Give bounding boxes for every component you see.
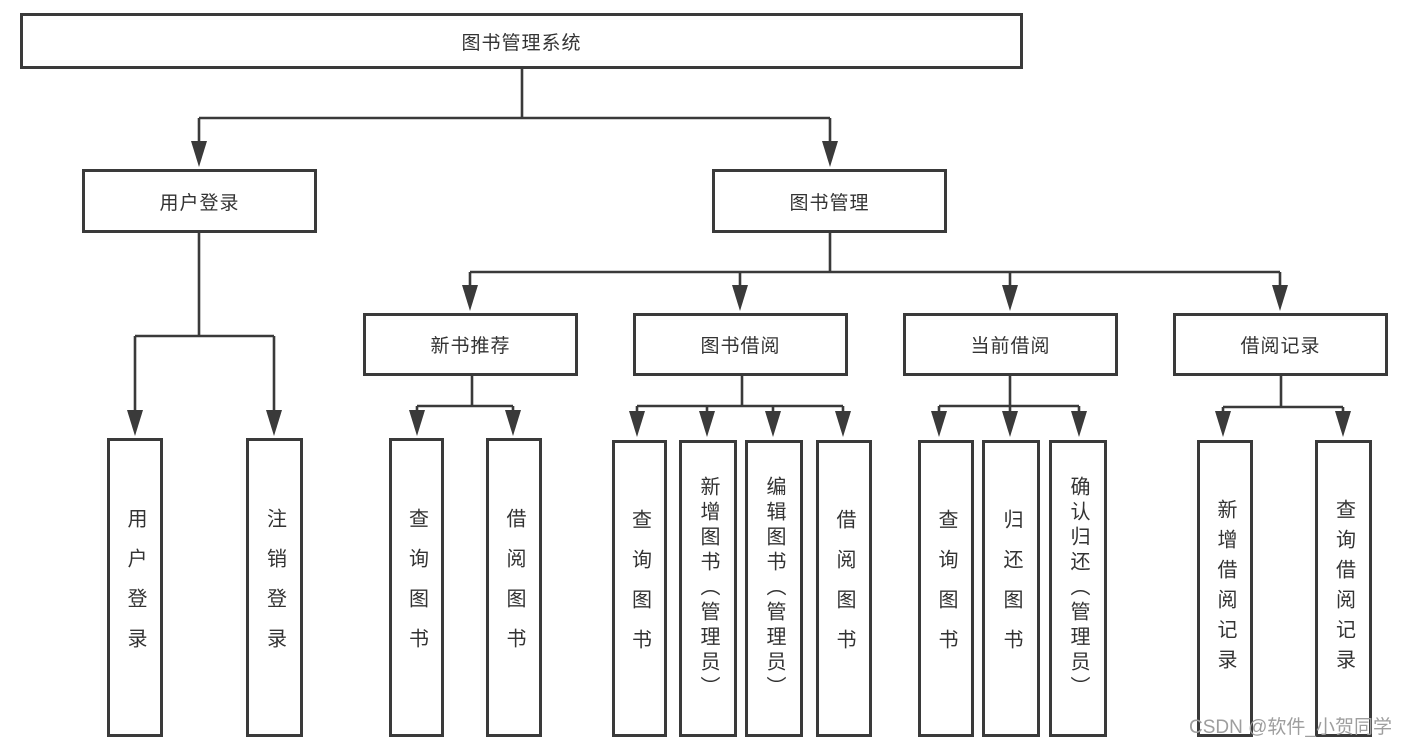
leaf-add-books-admin: 新增图书（管理员） <box>679 440 737 737</box>
node-label: 查询图书 <box>935 508 957 669</box>
leaf-query-borrow-record: 查询借阅记录 <box>1315 440 1372 737</box>
node-root: 图书管理系统 <box>20 13 1023 69</box>
leaf-user-login: 用户登录 <box>107 438 163 737</box>
node-current-borrowing: 当前借阅 <box>903 313 1118 376</box>
arrowhead-icon <box>1272 285 1288 311</box>
node-label: 新增借阅记录 <box>1214 498 1236 679</box>
node-borrow-records: 借阅记录 <box>1173 313 1388 376</box>
node-label: 编辑图书（管理员） <box>763 476 785 701</box>
node-label: 图书管理系统 <box>461 32 582 54</box>
node-label: 图书借阅 <box>700 336 781 357</box>
leaf-return-books: 归还图书 <box>982 440 1040 737</box>
arrowhead-icon <box>1335 411 1351 437</box>
node-label: 查询图书 <box>405 507 428 668</box>
arrowhead-icon <box>191 141 207 167</box>
node-label: 借阅记录 <box>1240 336 1321 357</box>
leaf-borrow-books-1: 借阅图书 <box>486 438 542 737</box>
leaf-query-books-3: 查询图书 <box>918 440 974 737</box>
leaf-borrow-books-2: 借阅图书 <box>816 440 872 737</box>
node-book-management: 图书管理 <box>712 169 947 233</box>
watermark-text: CSDN @软件_小贺同学 <box>1189 717 1392 738</box>
node-book-borrowing: 图书借阅 <box>633 313 848 376</box>
arrowhead-icon <box>822 141 838 167</box>
node-label: 注销登录 <box>263 507 286 668</box>
arrowhead-icon <box>931 411 947 437</box>
node-label: 查询图书 <box>628 508 651 669</box>
node-label: 用户登录 <box>124 507 146 668</box>
leaf-edit-books-admin: 编辑图书（管理员） <box>745 440 803 737</box>
arrowhead-icon <box>699 411 715 437</box>
node-label: 用户登录 <box>159 192 240 214</box>
node-label: 借阅图书 <box>833 508 855 669</box>
node-label: 查询借阅记录 <box>1332 498 1355 679</box>
arrowhead-icon <box>629 411 645 437</box>
arrowhead-icon <box>1071 411 1087 437</box>
node-user-login: 用户登录 <box>82 169 317 233</box>
arrowhead-icon <box>765 411 781 437</box>
arrowhead-icon <box>835 411 851 437</box>
arrowhead-icon <box>1215 411 1231 437</box>
leaf-confirm-return-admin: 确认归还（管理员） <box>1049 440 1107 737</box>
node-label: 新增图书（管理员） <box>697 476 719 701</box>
leaf-query-books-2: 查询图书 <box>612 440 667 737</box>
arrowhead-icon <box>127 410 143 436</box>
arrowhead-icon <box>732 285 748 311</box>
node-label: 图书管理 <box>789 192 870 214</box>
arrowhead-icon <box>266 410 282 436</box>
arrowhead-icon <box>409 410 425 436</box>
arrowhead-icon <box>1002 411 1018 437</box>
node-label: 当前借阅 <box>970 336 1051 357</box>
node-label: 确认归还（管理员） <box>1067 476 1089 701</box>
node-label: 借阅图书 <box>503 507 525 668</box>
arrowhead-icon <box>462 285 478 311</box>
node-new-book-recommend: 新书推荐 <box>363 313 578 376</box>
leaf-add-borrow-record: 新增借阅记录 <box>1197 440 1253 737</box>
leaf-logout: 注销登录 <box>246 438 303 737</box>
arrowhead-icon <box>1002 285 1018 311</box>
arrowhead-icon <box>505 410 521 436</box>
node-label: 新书推荐 <box>430 336 511 357</box>
leaf-query-books-1: 查询图书 <box>389 438 444 737</box>
node-label: 归还图书 <box>1000 508 1022 669</box>
